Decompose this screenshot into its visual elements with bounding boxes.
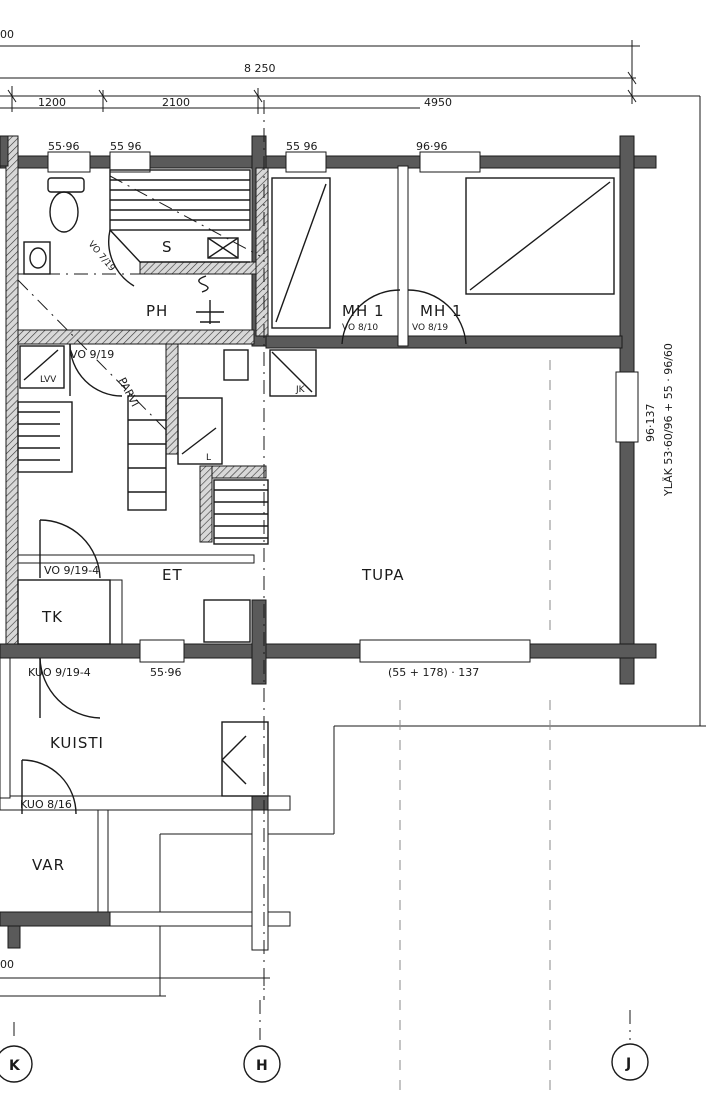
- dim-bottom-left: 00: [0, 958, 14, 971]
- window-label-4: 96·96: [416, 140, 448, 153]
- window-label-east-small: 96·137: [644, 404, 657, 443]
- axis-label-k: K: [9, 1058, 21, 1074]
- window-label-5: 55·96: [150, 666, 182, 679]
- door-label-mh1a: VO 8/10: [342, 323, 378, 333]
- dimension-lines: [0, 40, 706, 997]
- door-label-mh1b: VO 8/19: [412, 323, 448, 333]
- room-label-et: ET: [162, 566, 183, 584]
- dim-segment-1200: 1200: [38, 96, 66, 109]
- dim-total-length: 8 250: [244, 62, 276, 75]
- window-label-6: (55 + 178) · 137: [388, 666, 479, 679]
- window-label-3: 55 96: [286, 140, 318, 153]
- dim-top-left: 00: [0, 28, 14, 41]
- room-label-mh1a: MH 1: [342, 302, 385, 320]
- room-label-ph: PH: [146, 302, 168, 320]
- door-swings: [21, 229, 467, 815]
- door-label-ph: VO 9/19: [70, 348, 114, 361]
- lvv-label: LVV: [40, 375, 57, 385]
- room-label-kuisti: KUISTI: [50, 734, 104, 752]
- parvi-label: PARVI: [115, 375, 141, 409]
- window-label-2: 55 96: [110, 140, 142, 153]
- door-label-kuo-main: KUO 9/19-4: [28, 666, 91, 679]
- center-lines: [13, 100, 631, 1100]
- dim-segment-4950: 4950: [424, 96, 452, 109]
- room-label-sauna: S: [162, 238, 173, 256]
- window-label-1: 55·96: [48, 140, 80, 153]
- dim-segment-2100: 2100: [162, 96, 190, 109]
- jk-label: JK: [295, 385, 306, 395]
- l-label: L: [206, 453, 211, 463]
- axis-bubbles: [0, 1043, 649, 1083]
- door-label-sauna: VO 7/19: [86, 240, 117, 274]
- furniture: [17, 169, 615, 797]
- room-label-tupa: TUPA: [361, 566, 405, 584]
- axis-label-h: H: [256, 1058, 268, 1074]
- window-label-east-upper: YLÄK 53·60/96 + 55 · 96/60: [662, 343, 675, 497]
- windows-group: [47, 151, 639, 663]
- room-label-mh1b: MH 1: [420, 302, 463, 320]
- room-label-var: VAR: [32, 856, 65, 874]
- interior-walls: [0, 165, 623, 913]
- axis-label-j: J: [625, 1056, 631, 1072]
- door-label-et: VO 9/19-4: [44, 564, 99, 577]
- room-label-tk: TK: [41, 608, 63, 626]
- door-label-kuo-var: KUO 8/16: [20, 798, 72, 811]
